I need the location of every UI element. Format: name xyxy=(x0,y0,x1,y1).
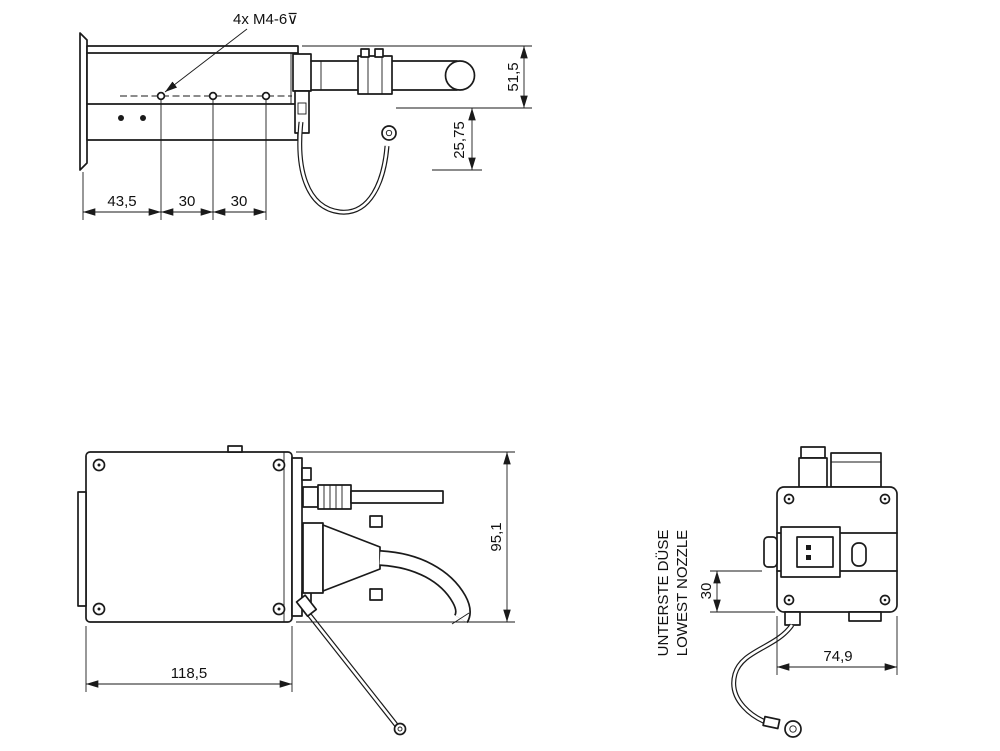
cable-block-detail xyxy=(297,102,307,115)
pin xyxy=(806,545,811,550)
dim-95-1: 95,1 xyxy=(296,451,515,623)
plug-body xyxy=(302,486,319,508)
dim-30-nozzle: 30 xyxy=(698,570,775,613)
device-front xyxy=(763,446,898,622)
ground-cable-core xyxy=(732,624,794,728)
thumbscrew xyxy=(369,515,383,528)
mount-hole xyxy=(156,91,166,101)
screw-dot xyxy=(97,607,101,611)
rivet xyxy=(140,115,146,121)
dim-label: 43,5 xyxy=(107,193,136,210)
antenna-ring-hole xyxy=(397,726,403,732)
ground-cable-top xyxy=(297,121,397,215)
power-cable xyxy=(302,484,444,510)
dim-25-75: 25,75 xyxy=(432,108,482,171)
dim-label: 51,5 xyxy=(505,62,522,91)
hole-note: 4x M4-6⊽ xyxy=(164,11,298,93)
nozzle-label: UNTERSTE DÜSE LOWEST NOZZLE xyxy=(654,530,691,657)
label-german: UNTERSTE DÜSE xyxy=(654,530,672,657)
rod-ball-end xyxy=(444,60,476,91)
ring-terminal-hole xyxy=(385,129,393,137)
dim-label: 30 xyxy=(698,583,715,600)
screw-dot xyxy=(277,607,281,611)
cable-curve-core xyxy=(379,551,470,623)
side-view: UNTERSTE DÜSE LOWEST NOZZLE 30 74,9 xyxy=(654,446,898,738)
cable-exit-block xyxy=(784,611,801,626)
dim-51-5: 51,5 xyxy=(302,45,532,109)
rail-outline xyxy=(86,45,299,141)
clamp-screw xyxy=(360,48,370,58)
dim-label: 30 xyxy=(179,193,196,210)
side-plate xyxy=(77,491,87,607)
nozzle-stub xyxy=(763,536,778,568)
ground-cable-outline xyxy=(297,121,390,215)
rod-holder xyxy=(292,53,312,92)
screw-dot xyxy=(883,497,887,501)
antenna-cable xyxy=(295,594,407,736)
dsub-backshell xyxy=(302,522,324,594)
dim-label: 30 xyxy=(231,193,248,210)
screw-dot xyxy=(97,463,101,467)
dim-118-5: 118,5 xyxy=(85,626,293,692)
top-tab xyxy=(227,445,243,453)
antenna-connector xyxy=(295,594,318,618)
mounting-bracket xyxy=(79,32,299,171)
body-outline xyxy=(85,451,293,623)
ring-terminal xyxy=(381,125,397,141)
front-view: 95,1 118,5 xyxy=(77,445,515,736)
antenna-line-core xyxy=(298,602,399,727)
top-connector-cap xyxy=(800,446,826,459)
screw-dot xyxy=(787,497,791,501)
nozzle-connector-inner xyxy=(796,536,834,568)
dim-label: 74,9 xyxy=(823,648,852,665)
strip-tab xyxy=(301,467,312,481)
plug-boot xyxy=(317,484,352,510)
flange-outline xyxy=(79,32,88,171)
crimp-sleeve xyxy=(762,715,781,730)
ring-terminal-hole xyxy=(789,725,797,733)
slot xyxy=(851,542,867,567)
rod-assembly xyxy=(292,48,476,134)
connector-strip xyxy=(291,457,303,617)
dsub-hood xyxy=(322,524,381,592)
bottom-tab xyxy=(848,611,882,622)
top-view: 4x M4-6⊽ 51,5 25,75 43,5 30 30 xyxy=(79,11,532,220)
screw-dot xyxy=(277,463,281,467)
pin xyxy=(806,555,811,560)
mount-hole xyxy=(208,91,218,101)
antenna-ring xyxy=(393,722,407,736)
clamp-screw xyxy=(374,48,384,58)
thumbscrew xyxy=(369,588,383,601)
dim-label: 118,5 xyxy=(171,665,207,682)
ground-cable-core xyxy=(298,121,389,214)
rivet xyxy=(118,115,124,121)
ring-terminal xyxy=(784,720,802,738)
dim-bottom-row: 43,5 30 30 xyxy=(82,100,267,220)
dim-label: 25,75 xyxy=(451,121,468,159)
hole-note-label: 4x M4-6⊽ xyxy=(233,11,298,28)
top-connector-right xyxy=(830,452,882,488)
top-connector-left xyxy=(798,457,828,488)
dim-label: 95,1 xyxy=(488,522,505,551)
device-body xyxy=(77,445,312,623)
dsub-connector xyxy=(302,515,472,625)
rod-clamp xyxy=(357,55,393,95)
hole-note-leader xyxy=(164,28,248,93)
cable-straight xyxy=(350,490,444,504)
label-english: LOWEST NOZZLE xyxy=(674,530,691,656)
mount-hole xyxy=(261,91,271,101)
dim-74-9: 74,9 xyxy=(776,616,898,675)
screw-dot xyxy=(787,598,791,602)
ground-cable-side xyxy=(731,611,802,738)
screw-dot xyxy=(883,598,887,602)
ground-cable-outline xyxy=(731,623,795,729)
